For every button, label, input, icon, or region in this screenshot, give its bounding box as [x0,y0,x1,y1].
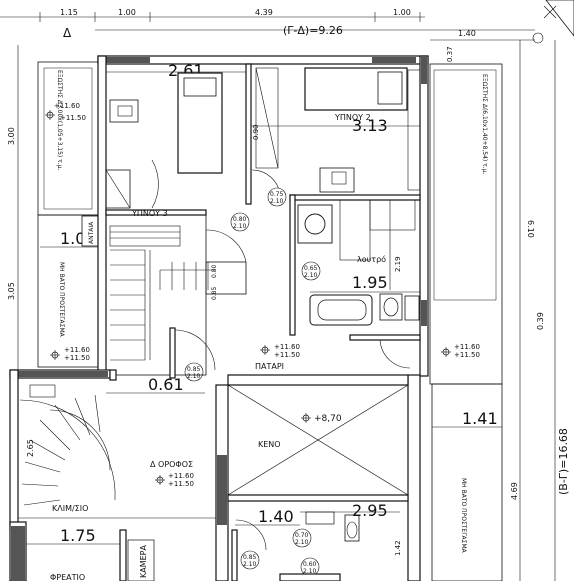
level-right-a: +11.60 [454,343,480,351]
door-landing-w: 0.85 [187,366,201,373]
note-left-roof: ΜΗ ΒΑΤΟ ΠΡΟΣΤΕΓΑΣΜΑ [58,262,65,338]
door-lower3-w: 0.70 [295,532,309,539]
corner-label: Δ [63,26,72,40]
room-void: ΚΕΝΟ [258,440,281,449]
door-lower1-w: 0.85 [243,554,257,561]
dim-stair-small-2: 0.85 [211,286,218,300]
left-dimension-line: 3.00 3.05 2.65 [7,45,35,457]
north-arrow [543,0,574,37]
door-tag-bed2: 0.75 2.10 [267,187,287,207]
lower-bath: 1.40 2.95 [227,494,409,581]
dim-top-3: 4.39 [255,8,273,17]
dim-left-lower: 3.05 [7,282,16,300]
dim-top-2: 1.00 [118,8,136,17]
room-bedroom-3: ΥΠΝΟΥ 3 [131,209,168,218]
right-dimension-line: 6.10 0.39 (Β-Γ)=16.68 4.69 0.37 [446,40,570,581]
cupboard: ΑΝΤΑΙΑ [81,215,99,247]
dim-right-small: 0.37 [446,46,454,62]
level-landing-b: +11.50 [274,351,300,359]
room-landing: ΠΑΤΑΡΙ [255,362,284,371]
door-lower3-h: 2.10 [295,539,309,546]
dim-left-upper: 3.00 [7,127,16,145]
bedroom-3: 2.61 ΥΠΝΟΥ 3 0.90 [105,61,260,218]
door-lower1-h: 2.10 [243,561,257,568]
right-balcony: ΕΞΩΣΤΗΣ Δ(6,10x1,40+8,54) τ.μ. +11.60 +1… [429,63,503,385]
dim-right-corner: 0.39 [536,312,545,330]
landing: +11.60 +11.50 ΠΑΤΑΡΙ [169,327,300,379]
level-left-lower-b: +11.50 [64,354,90,362]
level-floor-b: +11.50 [168,480,194,488]
door-bed2-w: 0.75 [270,191,284,198]
dim-bath-depth: 2.19 [394,256,402,272]
room-floor: Δ ΟΡΟΦΟΣ [150,460,193,469]
room-storage: ΦΡΕΑΤΙΟ [50,573,85,581]
level-stair-left-2: +11.50 [60,114,86,122]
dim-bath-width: 1.95 [352,273,388,292]
dim-top-right: 1.40 [458,29,476,38]
dim-bottom-4: 1.42 [394,540,402,556]
door-tag-lower-1: 0.85 2.10 [240,550,260,570]
door-bed3-h: 2.10 [233,223,247,230]
door-lower2-w: 0.60 [303,561,317,568]
door-tag-bath: 0.65 2.10 [301,261,321,281]
room-bedroom-2: ΥΠΝΟΥ 2 [334,113,371,122]
door-tag-lower-3: 0.70 2.10 [292,528,312,548]
lower-stair: ΚΛΙΜ/ΣΙΟ Δ ΟΡΟΦΟΣ +11.60 +11.50 1.75 ΦΡΕ… [9,369,216,581]
dim-top-1: 1.15 [60,8,78,17]
door-bath-h: 2.10 [304,272,318,279]
level-right-b: +11.50 [454,351,480,359]
dim-stair-small-1: 0.80 [211,264,218,278]
left-balcony: ΕΞΩΣΤΗΣ Δ3,00x(1,05+3,15) τ.μ. +11.60 +1… [37,61,99,216]
door-landing-h: 2.10 [187,373,201,380]
dim-bed2: 3.13 [352,116,388,135]
level-left-lower-a: +11.60 [64,346,90,354]
door-lower2-h: 2.10 [303,568,317,575]
dim-landing-width: 0.61 [148,375,184,394]
dim-top-4: 1.00 [393,8,411,17]
door-tag-lower-2: 0.60 2.10 [300,557,320,577]
cupboard-label: ΑΝΤΑΙΑ [88,221,95,244]
level-stair-left: +11.60 [54,102,80,110]
dim-left-stair: 2.65 [26,439,35,457]
dim-right-long: 6.10 [526,220,535,238]
upper-walls [97,55,429,377]
room-chamber: ΚΑΜΕΡΑ [139,545,148,579]
room-bathroom: λουτρό [357,254,386,264]
dim-bottom-1: 1.75 [60,526,96,545]
level-landing-a: +11.60 [274,343,300,351]
dim-top-total: (Γ-Δ)=9.26 [283,24,343,37]
door-bed2-h: 2.10 [270,198,284,205]
note-right-roof: ΜΗ ΒΑΤΟ ΠΡΟΣΤΕΓΑΣΜΑ [460,478,467,554]
level-void: +8,70 [314,414,342,424]
door-tag-landing: 0.85 2.10 [184,362,204,382]
door-tag-bed3: 0.80 2.10 [230,212,250,232]
dim-right-total: (Β-Γ)=16.68 [557,428,570,495]
void-area: +8,70 ΚΕΝΟ [215,374,421,581]
right-lower-roof: ΜΗ ΒΑΤΟ ΠΡΟΣΤΕΓΑΣΜΑ 1.41 1.42 [394,383,503,581]
door-bed3-w: 0.80 [233,216,247,223]
dim-bottom-3: 2.95 [352,501,388,520]
stair-upper: 0.80 0.85 0.61 [105,214,247,394]
note-right-balcony: ΕΞΩΣΤΗΣ Δ(6,10x1,40+8,54) τ.μ. [481,74,488,175]
note-left-balcony: ΕΞΩΣΤΗΣ Δ3,00x(1,05+3,15) τ.μ. [56,70,63,171]
dim-right-mid: 1.41 [462,409,498,428]
dim-bottom-2: 1.40 [258,507,294,526]
door-bath-w: 0.65 [304,265,318,272]
bathroom: λουτρό 2.19 1.95 [297,199,420,369]
bedroom-2: ΥΠΝΟΥ 2 3.13 [251,67,421,196]
level-floor-a: +11.60 [168,472,194,480]
room-stair: ΚΛΙΜ/ΣΙΟ [52,504,88,513]
top-dimension-line: 1.15 1.00 4.39 1.00 Δ (Γ-Δ)=9.26 1.40 [0,8,544,44]
dim-right-lower: 4.69 [510,482,519,500]
